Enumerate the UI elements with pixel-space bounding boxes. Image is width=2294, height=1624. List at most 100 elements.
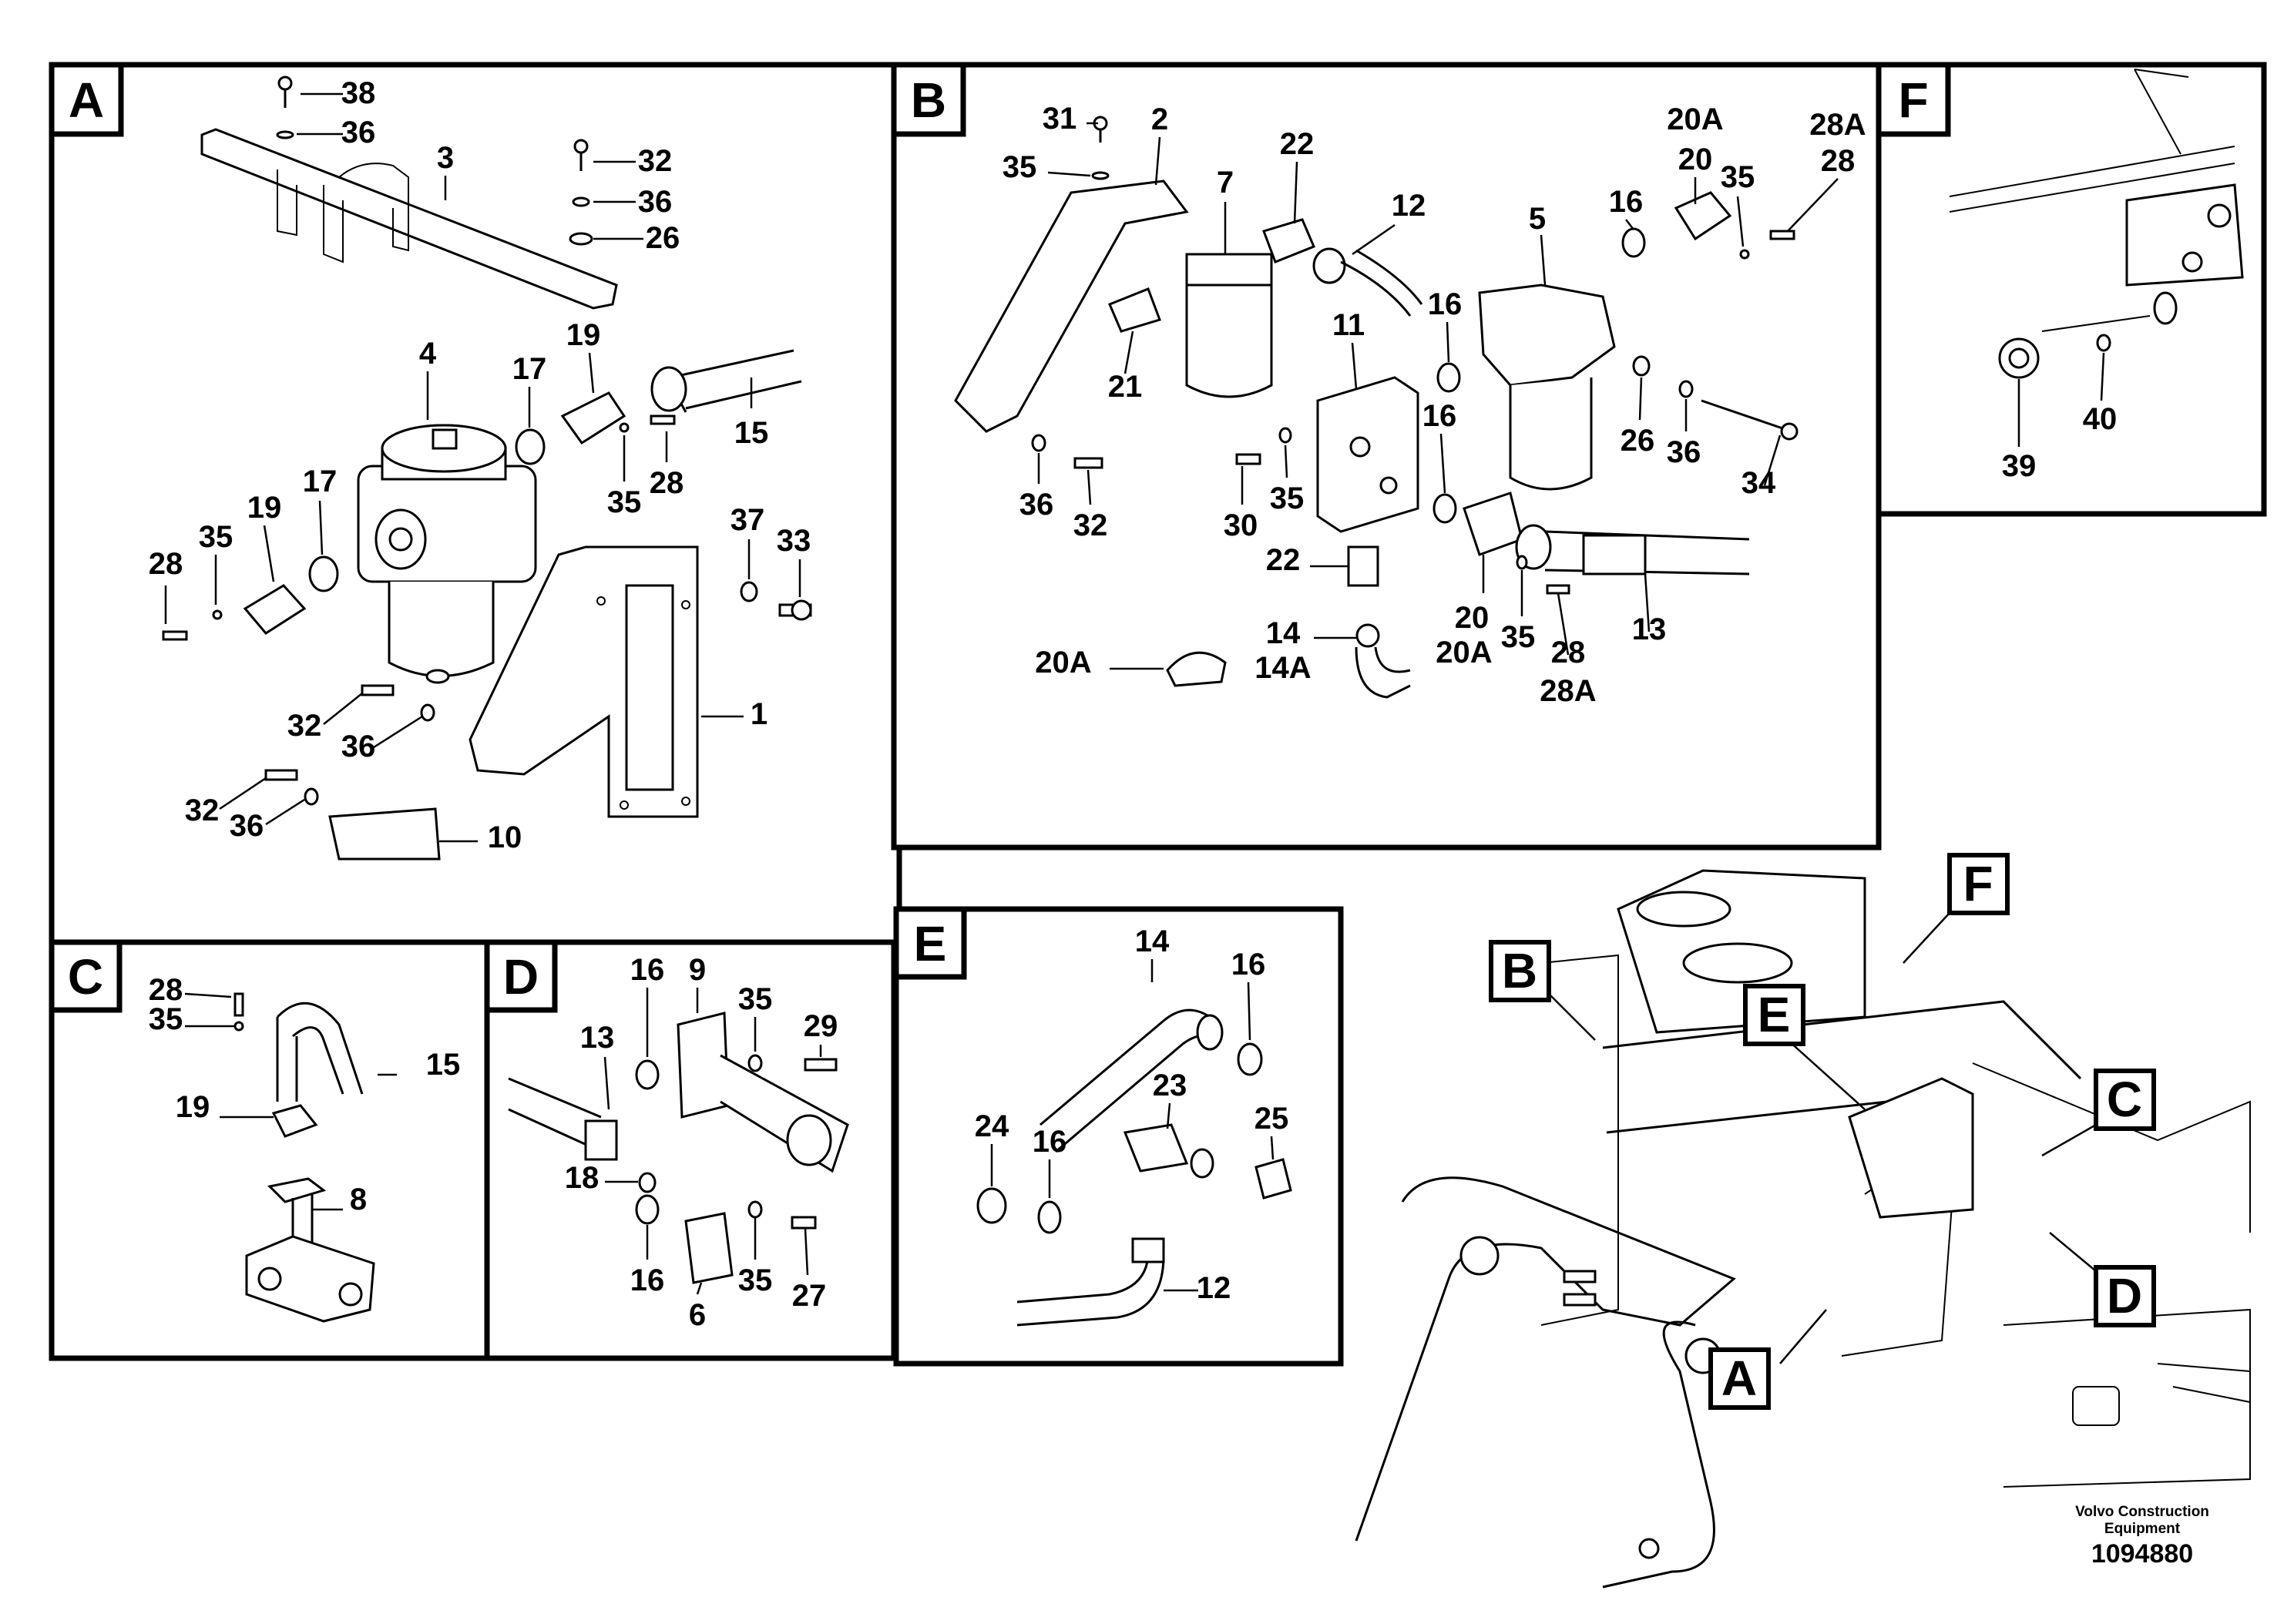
- callout-leader-B-1: [1154, 136, 1161, 186]
- filter-head-5: [1478, 284, 1616, 387]
- callout-A-10: 35: [607, 485, 642, 519]
- callout-A-3: 32: [638, 144, 673, 178]
- callout-leader-B-14: [1351, 342, 1358, 390]
- callout-B-4: 22: [1280, 127, 1315, 161]
- callout-leader-A-19: [373, 715, 423, 749]
- callout-E-2: 23: [1153, 1069, 1187, 1102]
- panel-C-tab: [49, 939, 123, 1013]
- locator-A-label: A: [1721, 1351, 1757, 1406]
- nut-25: [1254, 1158, 1292, 1200]
- callout-B-15: 21: [1108, 370, 1143, 404]
- panel-A-parts: [162, 75, 812, 861]
- panel-frames: A B F C D E: [49, 62, 2267, 1367]
- callout-B-17: 26: [1621, 424, 1655, 458]
- locator-B-label: B: [1502, 943, 1537, 998]
- panel-F-label: F: [1898, 72, 1928, 128]
- callout-B-2: 35: [1003, 150, 1037, 184]
- callout-leader-B-17: [1638, 377, 1643, 421]
- callout-B-9: 28: [1821, 144, 1856, 178]
- callout-A-6: 4: [419, 337, 437, 371]
- callout-leader-A-12: [263, 525, 275, 582]
- callout-A-4: 36: [638, 185, 673, 219]
- bracket-2: [954, 180, 1189, 433]
- valve-block-F: [2125, 183, 2244, 287]
- callout-D-6: 16: [630, 1263, 665, 1297]
- panel-C-label: C: [68, 949, 103, 1005]
- callout-A-18: 32: [287, 709, 322, 743]
- callout-D-0: 16: [630, 953, 665, 987]
- locator-D: [2094, 1265, 2156, 1327]
- callout-leader-F-1: [2100, 352, 2105, 401]
- callout-A-9: 15: [734, 416, 769, 450]
- callout-A-8: 19: [566, 318, 601, 352]
- panel-D-parts: [508, 1012, 849, 1284]
- oring-40: [2096, 334, 2111, 352]
- callout-A-2: 3: [437, 141, 454, 175]
- block-11: [1316, 376, 1419, 533]
- callout-leader-A-18: [323, 693, 363, 725]
- locator-C-label: C: [2107, 1072, 2142, 1127]
- callout-B-20: 36: [1019, 488, 1054, 522]
- callout-A-14: 37: [731, 503, 765, 537]
- callout-leader-B-11: [1625, 219, 1634, 230]
- callout-B-24: 22: [1266, 543, 1301, 577]
- panel-E-tab: [893, 906, 967, 980]
- callout-C-0: 28: [149, 973, 183, 1007]
- callout-leader-B-10: [1736, 196, 1745, 247]
- callout-D-7: 6: [689, 1298, 706, 1332]
- callout-leader-B-2: [1047, 171, 1091, 177]
- locator-C: [2094, 1069, 2156, 1131]
- panel-B-parts: [954, 116, 1799, 699]
- callout-leader-B-15: [1123, 331, 1134, 374]
- callout-B-8: 28A: [1809, 108, 1866, 142]
- callout-B-14: 11: [1332, 308, 1365, 342]
- callout-B-30: 20A: [1436, 636, 1492, 669]
- callout-D-5: 18: [565, 1161, 600, 1195]
- callout-leader-E-3: [1270, 1136, 1275, 1160]
- callout-leader-A-8: [588, 352, 595, 394]
- panel-A-tab: [49, 62, 124, 137]
- locator-B: [1489, 940, 1551, 1002]
- callout-B-0: 31: [1043, 102, 1077, 136]
- filter-7: [1185, 277, 1273, 398]
- callout-leader-A-21: [219, 777, 267, 810]
- callout-C-2: 15: [426, 1048, 461, 1082]
- panel-B-tab: [891, 62, 966, 137]
- callout-B-16: 16: [1422, 399, 1457, 433]
- filter-bowl-4: [388, 582, 495, 677]
- callout-B-26: 35: [1501, 620, 1536, 654]
- callout-B-28: 28: [1551, 636, 1586, 669]
- panel-B-label: B: [911, 72, 946, 128]
- callout-leaders: [164, 92, 2105, 1295]
- callout-leader-B-12: [1540, 234, 1547, 286]
- panel-F-tab: [1876, 62, 1951, 137]
- callout-A-1: 36: [341, 116, 376, 149]
- callout-B-18: 36: [1667, 435, 1701, 469]
- callout-E-4: 24: [975, 1109, 1009, 1143]
- callout-C-1: 35: [149, 1002, 183, 1036]
- panel-D-label: D: [503, 949, 539, 1005]
- callout-C-4: 8: [350, 1183, 367, 1216]
- brand-line-1: Volvo Construction: [2075, 1504, 2209, 1520]
- panel-E-label: E: [914, 916, 947, 971]
- callout-leader-B-5: [1352, 223, 1396, 256]
- callout-B-12: 5: [1529, 202, 1546, 236]
- callout-leader-A-13: [318, 500, 324, 555]
- callout-leader-D-9: [804, 1228, 809, 1276]
- callout-leader-D-7: [696, 1282, 703, 1295]
- callout-A-0: 38: [341, 76, 376, 110]
- callout-E-0: 14: [1135, 924, 1170, 958]
- callout-B-7: 20: [1678, 143, 1713, 176]
- callout-A-5: 26: [646, 221, 680, 255]
- callout-A-19: 36: [341, 730, 376, 763]
- callout-A-12: 19: [247, 491, 282, 525]
- panel-C-parts: [233, 992, 375, 1323]
- callout-A-16: 28: [149, 547, 183, 581]
- callout-D-8: 35: [738, 1263, 773, 1297]
- panel-F-parts: [1949, 69, 2244, 379]
- callout-D-9: 27: [792, 1279, 827, 1313]
- callout-leader-B-19: [1763, 435, 1782, 486]
- callout-B-22: 30: [1224, 508, 1258, 542]
